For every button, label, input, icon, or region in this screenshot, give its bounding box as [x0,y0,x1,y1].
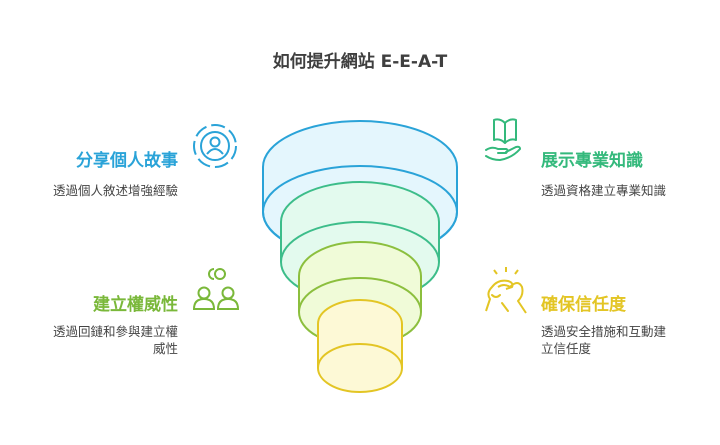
person-target-icon [193,124,237,168]
trustworthiness-description-line1: 透過安全措施和互動建 [541,324,667,339]
expertise-heading: 展示專業知識 [541,151,643,171]
authoritativeness-description: 透過回鏈和參與建立權 威性 [20,323,178,357]
trustworthiness-heading: 確保信任度 [541,295,626,315]
trustworthiness-description: 透過安全措施和互動建 立信任度 [541,323,666,357]
authoritativeness-description-line2: 威性 [152,341,178,356]
people-link-icon [192,268,240,310]
diagram-title: 如何提升網站 E-E-A-T [272,52,448,72]
expertise-description: 透過資格建立專業知識 [541,183,667,198]
tier-yellow-cylinder [317,299,403,393]
handshake-icon [485,267,527,314]
trustworthiness-description-line2: 立信任度 [541,341,592,356]
experience-heading: 分享個人故事 [76,151,178,171]
book-in-hand-icon [485,118,521,161]
experience-description: 透過個人敘述增強經驗 [52,183,178,198]
authoritativeness-description-line1: 透過回鏈和參與建立權 [52,324,178,339]
authoritativeness-heading: 建立權威性 [93,295,178,315]
